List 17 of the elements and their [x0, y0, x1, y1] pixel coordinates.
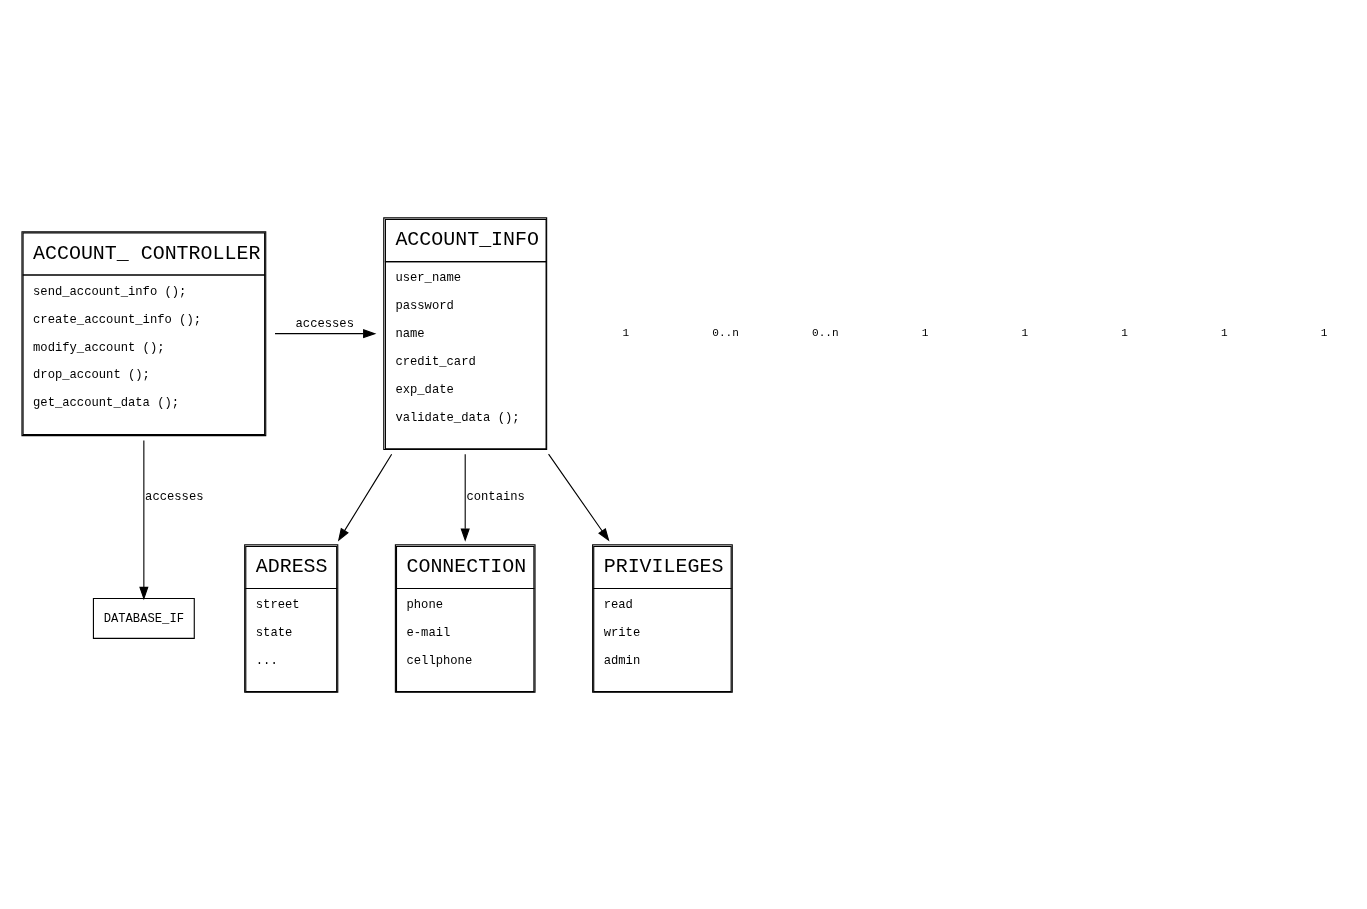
arrow	[274, 328, 377, 338]
arrow	[337, 453, 393, 542]
arrow	[460, 453, 470, 542]
label: 0..n	[712, 326, 739, 339]
edge-label: contains	[466, 489, 525, 504]
label: 1	[1021, 326, 1029, 339]
arrow	[548, 453, 610, 541]
label: 1	[1220, 326, 1228, 339]
label: 1	[921, 326, 929, 339]
label: 1	[1121, 326, 1128, 339]
edge-label: accesses	[295, 316, 354, 331]
label: 0..n	[812, 326, 839, 339]
node-box: DATABASE_IF	[92, 597, 195, 639]
label: 1	[1320, 326, 1328, 339]
label: 1	[622, 326, 630, 339]
arrow	[139, 439, 149, 600]
edge-label: accesses	[145, 489, 204, 504]
